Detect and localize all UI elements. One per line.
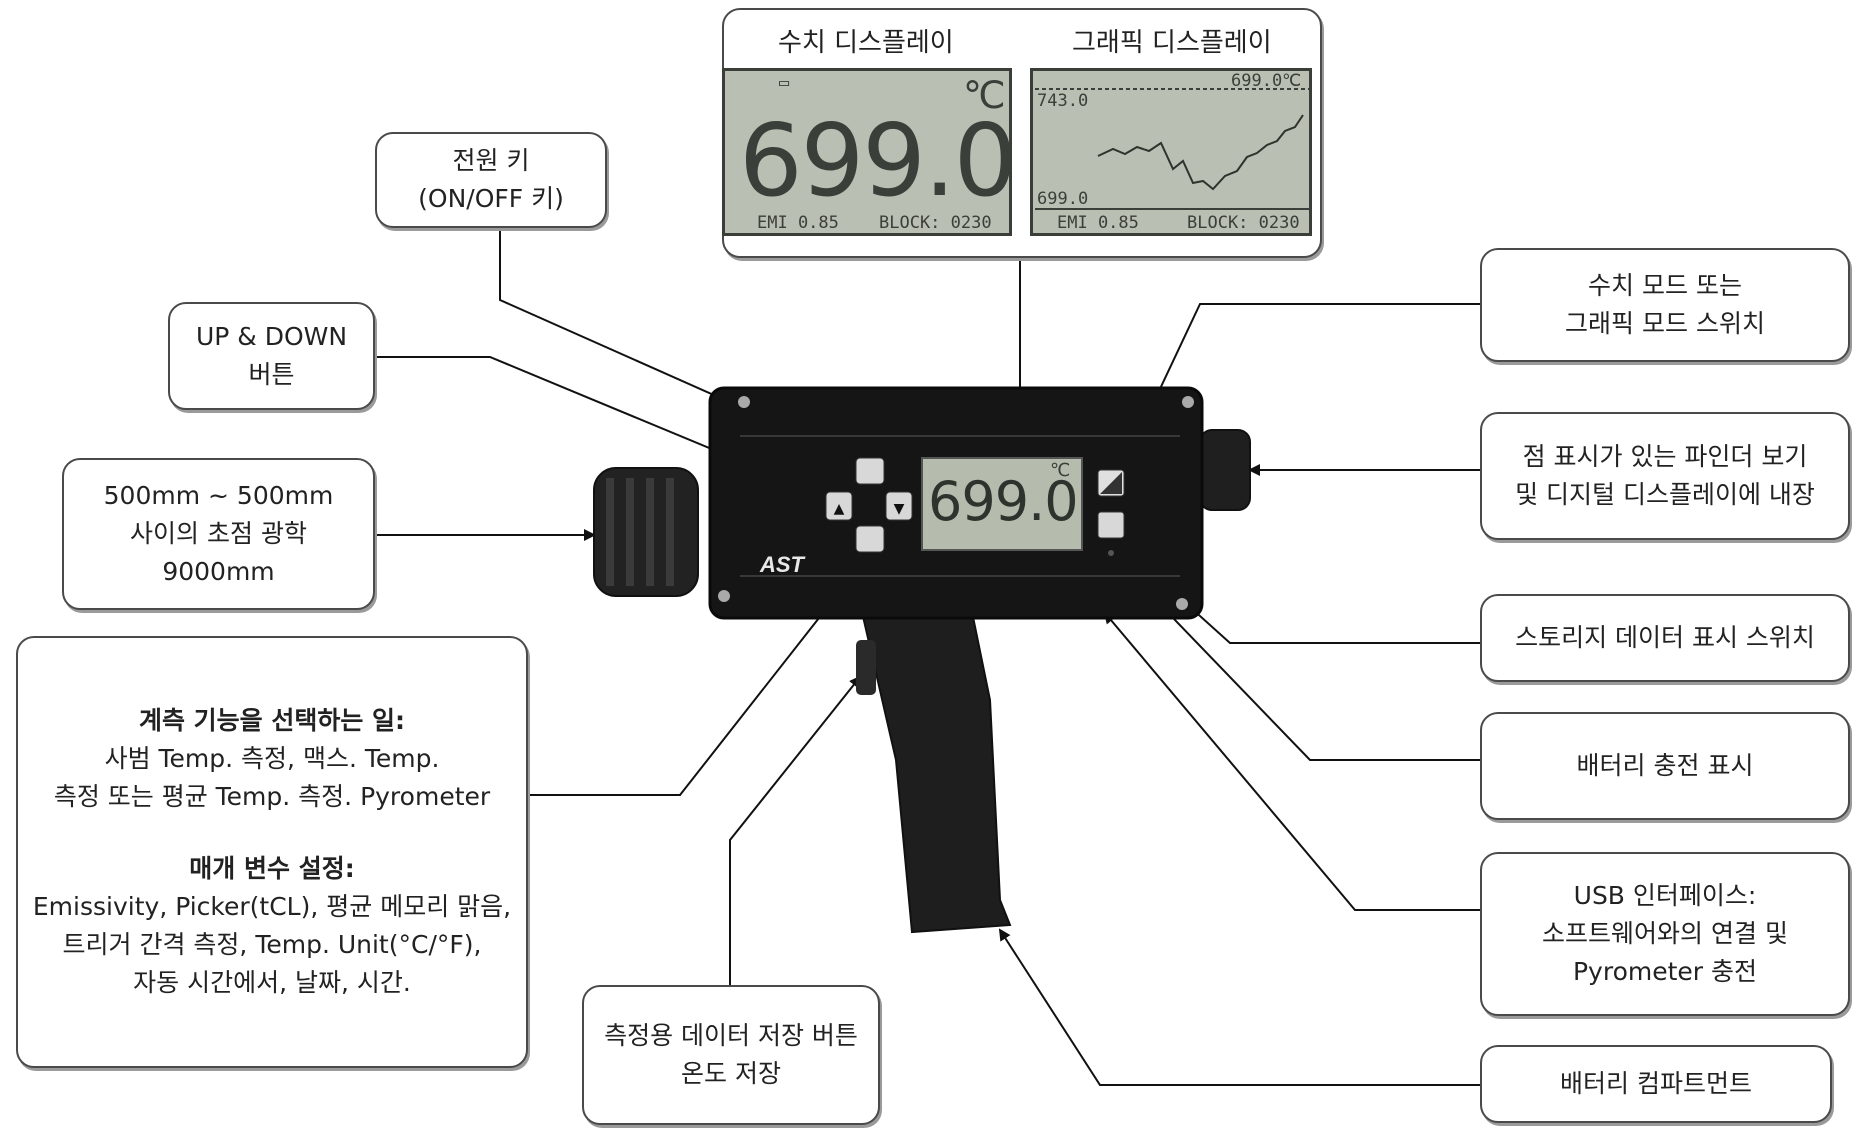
graph-bottom-left: 699.0 — [1037, 189, 1089, 209]
mode-switch-callout: 수치 모드 또는 그래픽 모드 스위치 — [1480, 248, 1850, 362]
graph-footer-left: EMI 0.85 — [1057, 213, 1139, 233]
leader-batt-comp — [998, 928, 1480, 1086]
power-key — [855, 457, 885, 485]
device-screen-value: 699.0 — [928, 470, 1079, 533]
numeric-display: ▭ ℃ 699.0 EMI 0.85 BLOCK: 0230 — [722, 68, 1012, 236]
numeric-footer-right: BLOCK: 0230 — [879, 213, 992, 233]
numeric-value: 699.0 — [739, 102, 1012, 219]
device-screen-unit: ℃ — [1050, 460, 1071, 481]
lock-icon: ▭ — [779, 73, 790, 93]
menu-key — [855, 525, 885, 553]
graph-top-right: 699.0℃ — [1231, 71, 1302, 91]
leader-save — [729, 675, 862, 985]
up-down-callout: UP & DOWN 버튼 — [168, 302, 375, 410]
storage-switch-callout: 스토리지 데이터 표시 스위치 — [1480, 594, 1850, 682]
battery-compartment-callout: 배터리 컴파트먼트 — [1480, 1045, 1832, 1123]
battery-indicator-callout: 배터리 충전 표시 — [1480, 712, 1850, 820]
numeric-unit: ℃ — [963, 73, 1006, 117]
svg-text:▲: ▲ — [834, 501, 845, 517]
graph-top-left: 743.0 — [1037, 91, 1089, 111]
ast-logo: AST — [760, 552, 804, 577]
svg-text:▼: ▼ — [894, 501, 905, 517]
graphic-display-label: 그래픽 디스플레이 — [1072, 28, 1272, 58]
leader-usb — [1103, 611, 1480, 911]
graph-trace — [1035, 88, 1309, 210]
numeric-display-label: 수치 디스플레이 — [778, 28, 954, 58]
leader-functions — [528, 551, 872, 796]
usb-callout: USB 인터페이스: 소프트웨어와의 연결 및 Pyrometer 충전 — [1480, 852, 1850, 1016]
graph-footer-right: BLOCK: 0230 — [1187, 213, 1300, 233]
leader-battery-ind — [1118, 561, 1480, 761]
numeric-footer-left: EMI 0.85 — [757, 213, 839, 233]
up-key — [825, 491, 853, 521]
graphic-display: 743.0 699.0℃ 699.0 EMI 0.85 BLOCK: 0230 — [1030, 68, 1312, 236]
power-key-callout: 전원 키 (ON/OFF 키) — [375, 132, 607, 228]
down-key — [885, 491, 913, 521]
finder-callout: 점 표시가 있는 파인더 보기 및 디지털 디스플레이에 내장 — [1480, 412, 1850, 540]
focus-optics-callout: 500mm ~ 500mm 사이의 초점 광학 9000mm — [62, 458, 375, 610]
storage-switch — [1097, 511, 1125, 539]
functions-callout: 계측 기능을 선택하는 일: 사범 Temp. 측정, 맥스. Temp. 측정… — [16, 636, 528, 1068]
save-button-callout: 측정용 데이터 저장 버튼 온도 저장 — [582, 985, 880, 1125]
